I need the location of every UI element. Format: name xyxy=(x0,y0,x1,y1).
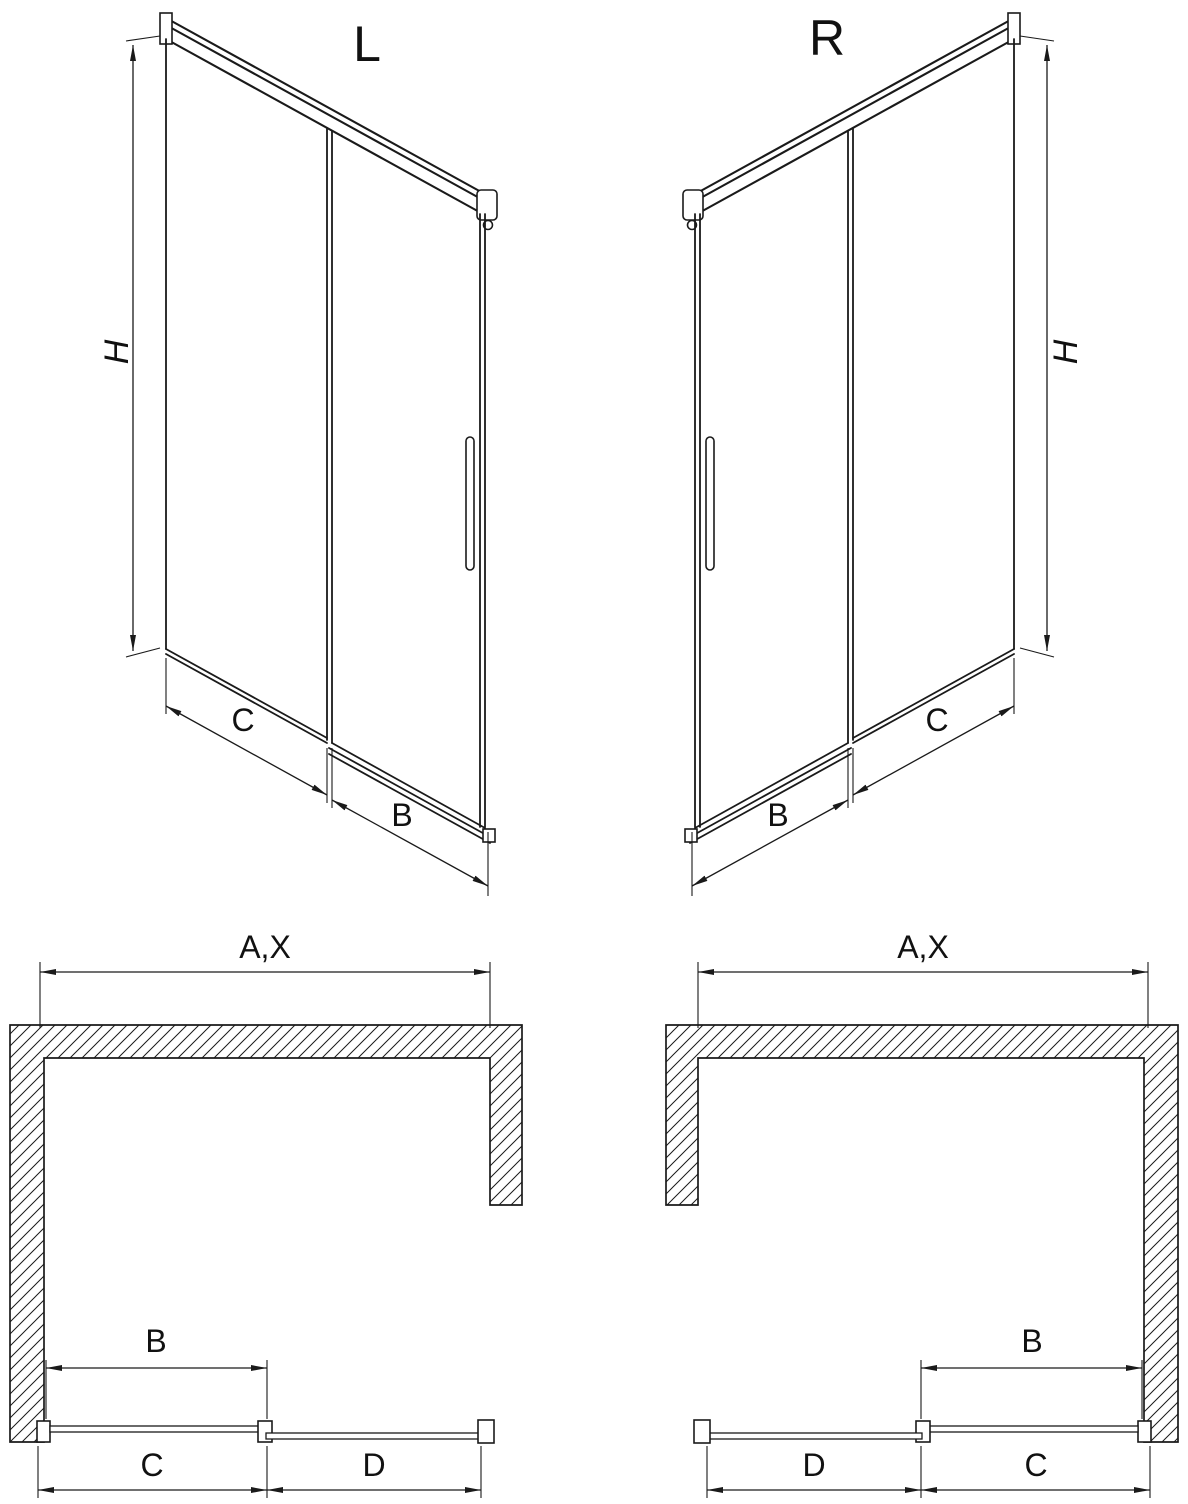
sliding-panel-glass xyxy=(265,1432,485,1440)
glass-panel-edges xyxy=(694,38,1015,828)
view-title-right: R xyxy=(809,10,845,66)
dim-label-b: B xyxy=(1021,1323,1042,1359)
bottom-guide-block xyxy=(482,828,496,843)
dim-label-b: B xyxy=(767,797,788,833)
dim-label-c: C xyxy=(231,702,254,738)
wall-section xyxy=(9,1024,523,1443)
door-handle xyxy=(465,436,475,571)
bottom-track xyxy=(165,648,491,844)
dim-label-ax: A,X xyxy=(897,929,949,965)
dim-label-b: B xyxy=(391,797,412,833)
extension-lines xyxy=(1019,35,1055,658)
door-handle xyxy=(705,436,715,571)
bottom-guide-block xyxy=(684,828,698,843)
dimension-h-left: H xyxy=(98,35,161,658)
view-title-left: L xyxy=(353,16,381,72)
end-profile xyxy=(477,1419,495,1444)
plan-view-right: A,X B D C xyxy=(665,929,1179,1498)
dimension-b-plan-left: B xyxy=(45,1323,268,1419)
fixed-panel-glass xyxy=(49,1425,261,1433)
top-rail xyxy=(164,16,485,216)
wall-section xyxy=(665,1024,1179,1443)
dim-label-d: D xyxy=(362,1447,385,1483)
dim-label-d: D xyxy=(802,1447,825,1483)
extension-lines xyxy=(125,35,161,658)
dimension-c-left: C xyxy=(165,658,328,803)
glass-panel-edges xyxy=(165,38,486,828)
dimension-line xyxy=(331,799,489,887)
extension-lines xyxy=(45,1360,268,1419)
dimension-cd-plan-left: C D xyxy=(37,1446,482,1498)
end-profile xyxy=(693,1419,711,1444)
door-assembly-plan xyxy=(36,1419,495,1444)
dimension-c-right: C xyxy=(852,658,1015,803)
dim-label-h: H xyxy=(98,339,136,364)
dimension-b-plan-right: B xyxy=(920,1323,1143,1419)
wall-profile xyxy=(36,1420,51,1443)
dimension-b-left: B xyxy=(331,748,489,896)
dim-label-ax: A,X xyxy=(239,929,291,965)
bottom-track xyxy=(689,648,1015,844)
dim-label-c: C xyxy=(1024,1447,1047,1483)
extension-lines xyxy=(165,658,328,803)
top-rail xyxy=(695,16,1016,216)
dim-label-h: H xyxy=(1047,339,1085,364)
fixed-panel-glass xyxy=(927,1425,1139,1433)
dim-label-c: C xyxy=(925,702,948,738)
iso-view-right: R H B C xyxy=(682,10,1085,896)
dimension-line xyxy=(691,799,849,887)
plan-view-left: A,X B C D xyxy=(9,929,523,1498)
dim-label-b: B xyxy=(145,1323,166,1359)
dimension-ax-left: A,X xyxy=(39,929,491,1028)
dimension-line xyxy=(165,705,328,796)
iso-view-left: L H C B xyxy=(98,12,498,896)
wall-profile xyxy=(1137,1420,1152,1443)
dim-label-c: C xyxy=(140,1447,163,1483)
dimension-h-right: H xyxy=(1019,35,1085,658)
dimension-b-right: B xyxy=(691,748,849,896)
dimension-dc-plan-right: D C xyxy=(706,1446,1151,1498)
dimension-ax-right: A,X xyxy=(697,929,1149,1028)
sliding-panel-glass xyxy=(703,1432,923,1440)
door-assembly-plan xyxy=(693,1419,1152,1444)
dimension-line xyxy=(852,705,1015,796)
extension-lines xyxy=(920,1360,1143,1419)
